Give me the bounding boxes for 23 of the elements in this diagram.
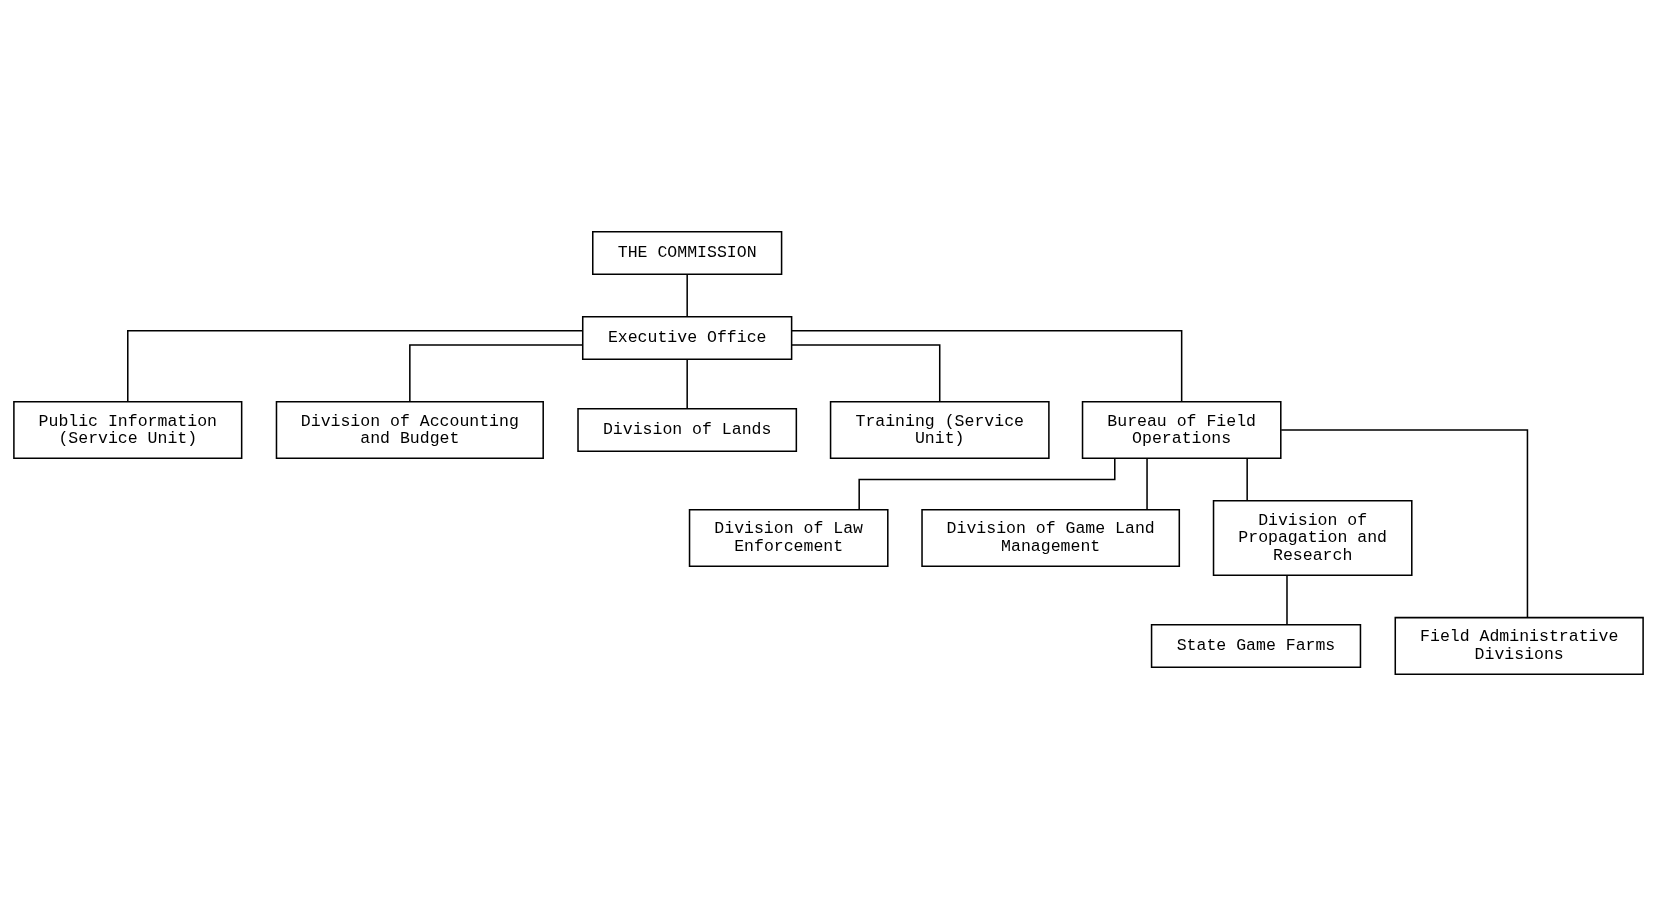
node-box: Division of Law Enforcement	[688, 508, 889, 568]
connector	[686, 273, 688, 317]
node-box: Public Information (Service Unit)	[13, 400, 243, 460]
connector	[1286, 574, 1288, 626]
node-box: THE COMMISSION	[592, 230, 783, 275]
connector	[790, 344, 941, 402]
connector	[790, 330, 1183, 403]
node-box: Division of Accounting and Budget	[275, 400, 544, 460]
node-box: Executive Office	[581, 315, 793, 360]
node-box: Division of Lands	[577, 407, 798, 452]
node-box: Division of Propagation and Research	[1212, 500, 1413, 576]
node-box: Division of Game Land Management	[921, 508, 1181, 568]
connector	[686, 358, 688, 410]
node-box: State Game Farms	[1150, 623, 1362, 668]
connector	[1280, 429, 1529, 619]
node-box: Bureau of Field Operations	[1081, 400, 1282, 460]
node-box: Field Administrative Divisions	[1394, 616, 1644, 676]
connector	[1146, 457, 1148, 511]
node-box: Training (Service Unit)	[829, 400, 1050, 460]
connector	[858, 458, 1116, 511]
connector	[409, 344, 584, 402]
connector	[127, 330, 584, 403]
connector	[1246, 457, 1248, 502]
